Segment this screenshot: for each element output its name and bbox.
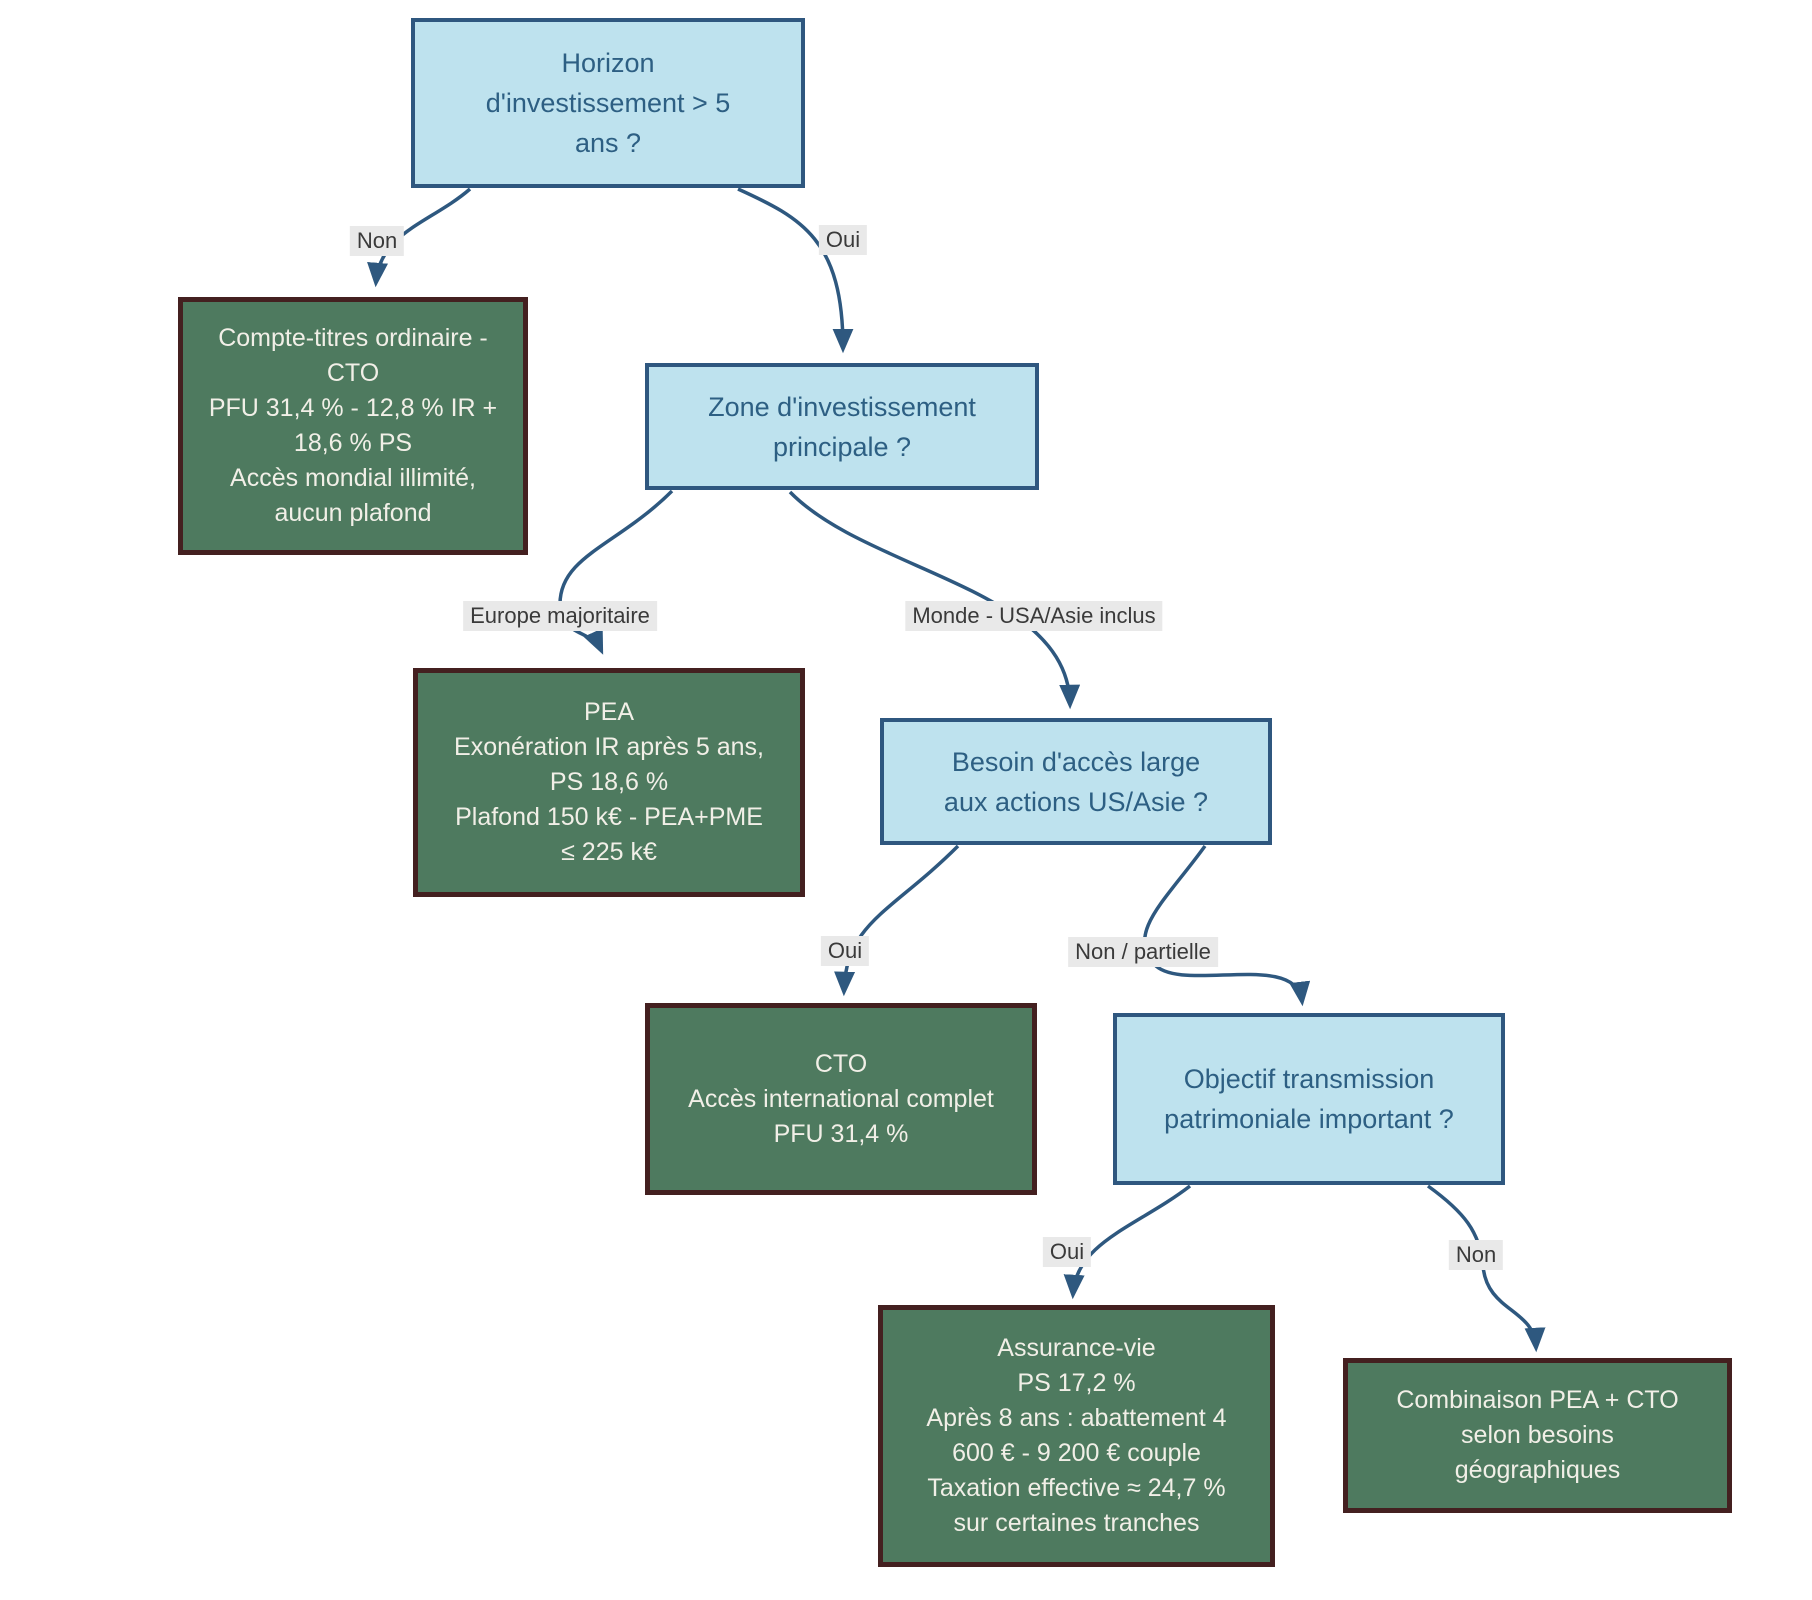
edge-usasia-oui bbox=[834, 844, 960, 997]
edge-label-monde-usa-asie: Monde - USA/Asie inclus bbox=[905, 601, 1163, 631]
node-question-us-asie: Besoin d'accès large aux actions US/Asie… bbox=[880, 718, 1272, 845]
node-outcome-assurance-vie: Assurance-vie PS 17,2 % Après 8 ans : ab… bbox=[878, 1305, 1275, 1567]
node-question-zone: Zone d'investissement principale ? bbox=[645, 363, 1039, 490]
edge-zone-monde bbox=[788, 490, 1081, 710]
edge-label-oui-3: Oui bbox=[1042, 1237, 1092, 1267]
edge-label-non-1: Non bbox=[349, 226, 405, 256]
node-outcome-cto-court-terme: Compte-titres ordinaire - CTO PFU 31,4 %… bbox=[178, 297, 528, 555]
edge-label-non-partielle: Non / partielle bbox=[1068, 937, 1218, 967]
edge-label-oui-1: Oui bbox=[818, 225, 868, 255]
edge-horizon-non bbox=[367, 187, 472, 288]
edge-label-non-2: Non bbox=[1448, 1240, 1504, 1270]
edge-label-oui-2: Oui bbox=[820, 936, 870, 966]
node-question-transmission: Objectif transmission patrimoniale impor… bbox=[1113, 1013, 1505, 1185]
node-outcome-cto-international: CTO Accès international complet PFU 31,4… bbox=[645, 1003, 1037, 1195]
edge-horizon-oui bbox=[737, 187, 854, 354]
edge-label-europe-majoritaire: Europe majoritaire bbox=[463, 601, 657, 631]
edge-transmission-oui bbox=[1063, 1184, 1192, 1300]
edge-zone-europe bbox=[558, 489, 674, 655]
edge-usasia-non-partielle bbox=[1142, 844, 1311, 1007]
node-outcome-combinaison: Combinaison PEA + CTO selon besoins géog… bbox=[1343, 1358, 1732, 1513]
node-outcome-pea: PEA Exonération IR après 5 ans, PS 18,6 … bbox=[413, 668, 805, 897]
node-question-horizon: Horizon d'investissement > 5 ans ? bbox=[411, 18, 805, 188]
